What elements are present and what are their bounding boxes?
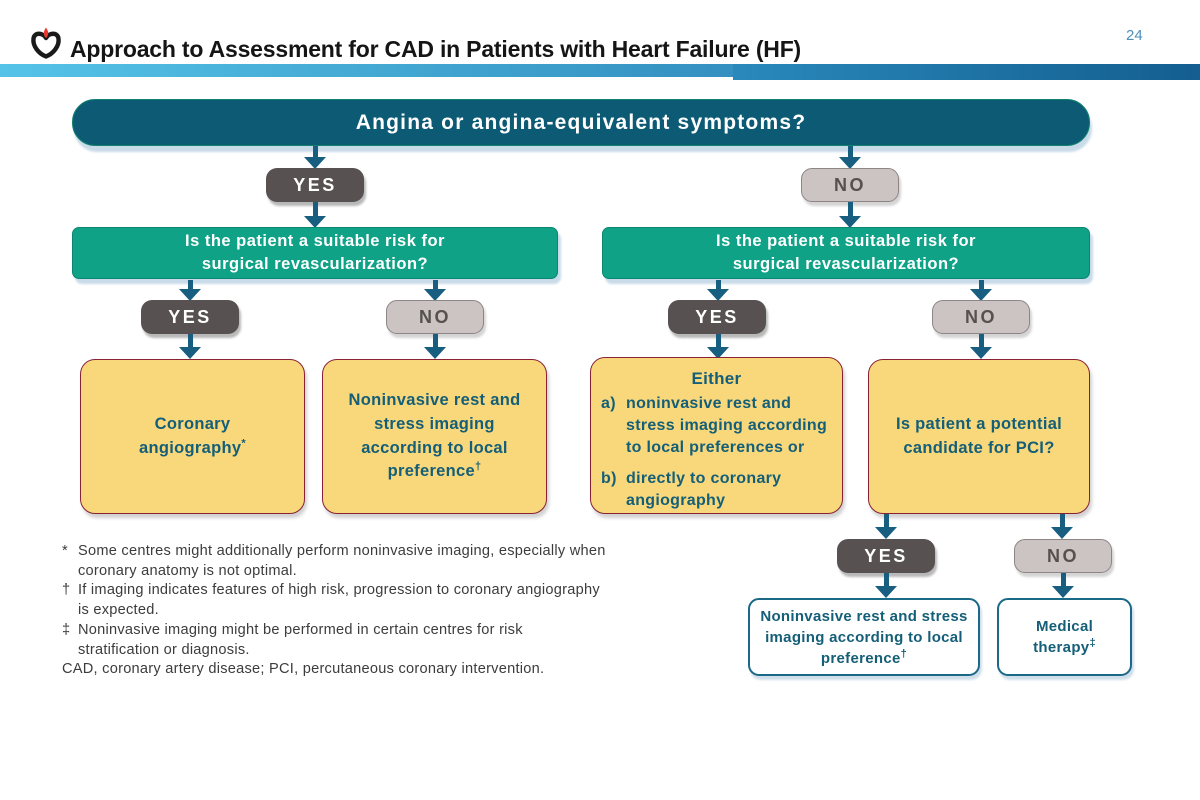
option-a-or: or xyxy=(787,438,805,456)
arrow-down-icon xyxy=(706,334,730,359)
option-a-marker: a) xyxy=(601,395,616,413)
footnote-marker-star: * xyxy=(241,437,246,449)
arrow-down-icon xyxy=(423,280,447,301)
footnote-line: CAD, coronary artery disease; PCI, percu… xyxy=(62,661,545,678)
footnote-marker: ‡ xyxy=(62,621,71,638)
page-number: 24 xyxy=(1126,27,1143,44)
arrow-down-icon xyxy=(423,334,447,359)
arrow-down-icon xyxy=(178,334,202,359)
arrow-down-icon xyxy=(1051,573,1075,598)
imaging-preference-label: Noninvasive rest and stress imaging acco… xyxy=(348,390,521,481)
footnote-marker: * xyxy=(62,543,68,559)
either-option-b: b) directly to coronary angiography xyxy=(601,468,832,512)
footnote-line: Some centres might additionally perform … xyxy=(78,543,606,559)
footnote-line: If imaging indicates features of high ri… xyxy=(78,582,600,599)
surgical-question-line1: Is the patient a suitable risk for xyxy=(716,231,976,250)
page-title: Approach to Assessment for CAD in Patien… xyxy=(70,36,801,62)
node-surgical-question-left: Is the patient a suitable risk for surgi… xyxy=(72,227,558,279)
node-pci-question: Is patient a potential candidate for PCI… xyxy=(868,359,1090,514)
node-coronary-angiography: Coronary angiography* xyxy=(80,359,305,514)
pill-label: NO xyxy=(419,306,451,327)
footnote-marker-dagger: † xyxy=(474,460,482,473)
footnote-line: Noninvasive imaging might be performed i… xyxy=(78,621,523,638)
footnote-marker-double-dagger: ‡ xyxy=(1089,637,1096,649)
pill-yes-surgical-left: YES xyxy=(141,300,239,334)
heart-flame-icon xyxy=(31,27,61,59)
pill-no-surgical-left: NO xyxy=(386,300,484,334)
arrow-down-icon xyxy=(303,202,327,228)
node-surgical-question-right: Is the patient a suitable risk for surgi… xyxy=(602,227,1090,279)
node-outcome-medical-therapy: Medical therapy‡ xyxy=(997,598,1132,676)
arrow-down-icon xyxy=(178,280,202,301)
option-b-marker: b) xyxy=(601,470,617,488)
pill-label: YES xyxy=(864,545,908,566)
arrow-down-icon xyxy=(303,146,327,169)
footnote-line: coronary anatomy is not optimal. xyxy=(78,562,297,579)
arrow-down-icon xyxy=(874,573,898,598)
option-a-text: noninvasive rest and stress imaging acco… xyxy=(626,395,828,456)
footnotes: * Some centres might additionally perfor… xyxy=(62,542,762,680)
surgical-question-line2: surgical revascularization? xyxy=(732,255,960,273)
either-option-a: a) noninvasive rest and stress imaging a… xyxy=(601,393,832,458)
footnote-marker: † xyxy=(62,582,71,599)
pill-label: NO xyxy=(965,306,997,327)
footnote-dagger: † If imaging indicates features of high … xyxy=(62,581,762,620)
node-either-options: Either a) noninvasive rest and stress im… xyxy=(590,357,843,514)
pci-question-label: Is patient a potential candidate for PCI… xyxy=(895,414,1063,457)
pill-yes-symptoms: YES xyxy=(266,168,364,202)
node-outcome-imaging: Noninvasive rest and stress imaging acco… xyxy=(748,598,980,676)
footnote-star: * Some centres might additionally perfor… xyxy=(62,542,762,581)
node-root-question: Angina or angina-equivalent symptoms? xyxy=(72,99,1090,146)
arrow-down-icon xyxy=(1050,514,1074,539)
arrow-down-icon xyxy=(838,202,862,228)
pill-no-pci: NO xyxy=(1014,539,1112,573)
arrow-down-icon xyxy=(706,280,730,301)
pill-label: NO xyxy=(834,174,866,195)
arrow-down-icon xyxy=(838,146,862,169)
arrow-down-icon xyxy=(969,334,993,359)
medical-therapy-label: Medical therapy xyxy=(1033,618,1094,656)
option-b-text: directly to coronary angiography xyxy=(626,470,782,510)
node-imaging-preference: Noninvasive rest and stress imaging acco… xyxy=(322,359,547,514)
pill-no-surgical-right: NO xyxy=(932,300,1030,334)
surgical-question-line2: surgical revascularization? xyxy=(201,255,429,273)
outcome-imaging-label: Noninvasive rest and stress imaging acco… xyxy=(760,607,968,667)
pill-no-symptoms: NO xyxy=(801,168,899,202)
arrow-down-icon xyxy=(874,514,898,539)
pill-label: YES xyxy=(293,174,337,195)
footnote-marker-dagger: † xyxy=(900,647,908,660)
pill-label: NO xyxy=(1047,545,1079,566)
footnote-line: is expected. xyxy=(78,602,159,619)
coronary-angiography-label: Coronary angiography xyxy=(139,414,242,457)
pill-label: YES xyxy=(695,306,739,327)
footnote-abbreviations: CAD, coronary artery disease; PCI, percu… xyxy=(62,660,762,680)
root-question-label: Angina or angina-equivalent symptoms? xyxy=(355,110,807,134)
footnote-double-dagger: ‡ Noninvasive imaging might be performed… xyxy=(62,621,762,660)
pill-label: YES xyxy=(168,306,212,327)
pill-yes-pci: YES xyxy=(837,539,935,573)
pill-yes-surgical-right: YES xyxy=(668,300,766,334)
footnote-line: stratification or diagnosis. xyxy=(78,641,250,658)
header-divider-bar-accent xyxy=(733,64,1200,80)
either-heading: Either xyxy=(691,369,742,388)
arrow-down-icon xyxy=(969,280,993,301)
surgical-question-line1: Is the patient a suitable risk for xyxy=(185,231,445,250)
